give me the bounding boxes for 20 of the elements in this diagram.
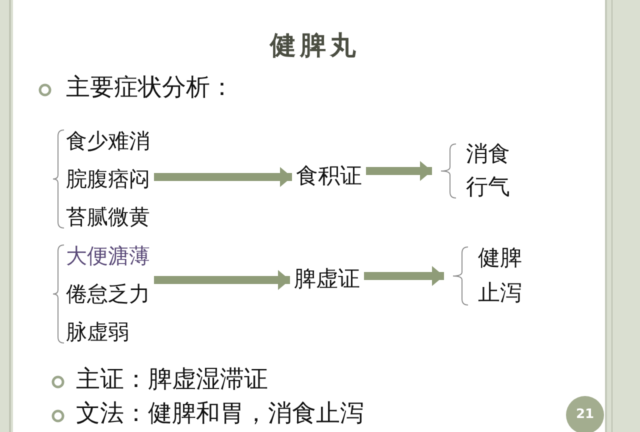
- list-item-text: 消食: [466, 141, 510, 169]
- bullet-text: 主证：脾虚湿滞证: [76, 364, 268, 394]
- list-item-text: 行气: [466, 174, 510, 202]
- list-item-text: 健脾: [478, 245, 522, 273]
- list-item-text: 苔腻微黄: [66, 204, 150, 231]
- list-item-text: 脉虚弱: [66, 319, 130, 346]
- diagnosis-text: 脾虚证: [294, 266, 360, 294]
- diagnosis-text: 食积证: [296, 163, 362, 191]
- arrow: [366, 161, 432, 181]
- list-item-text: 大便溏薄: [66, 243, 150, 270]
- list-item-text: 倦怠乏力: [66, 281, 150, 308]
- arrow: [154, 270, 290, 290]
- list-item-text: 脘腹痞闷: [66, 166, 150, 193]
- list-item-text: 止泻: [478, 280, 522, 308]
- bullet-text: 主要症状分析：: [66, 72, 234, 102]
- arrow: [364, 266, 444, 286]
- list-item-text: 食少难消: [66, 128, 150, 155]
- title: 健脾丸: [268, 30, 361, 63]
- arrow: [154, 167, 292, 187]
- bullet-text: 文法：健脾和胃，消食止泻: [76, 398, 364, 428]
